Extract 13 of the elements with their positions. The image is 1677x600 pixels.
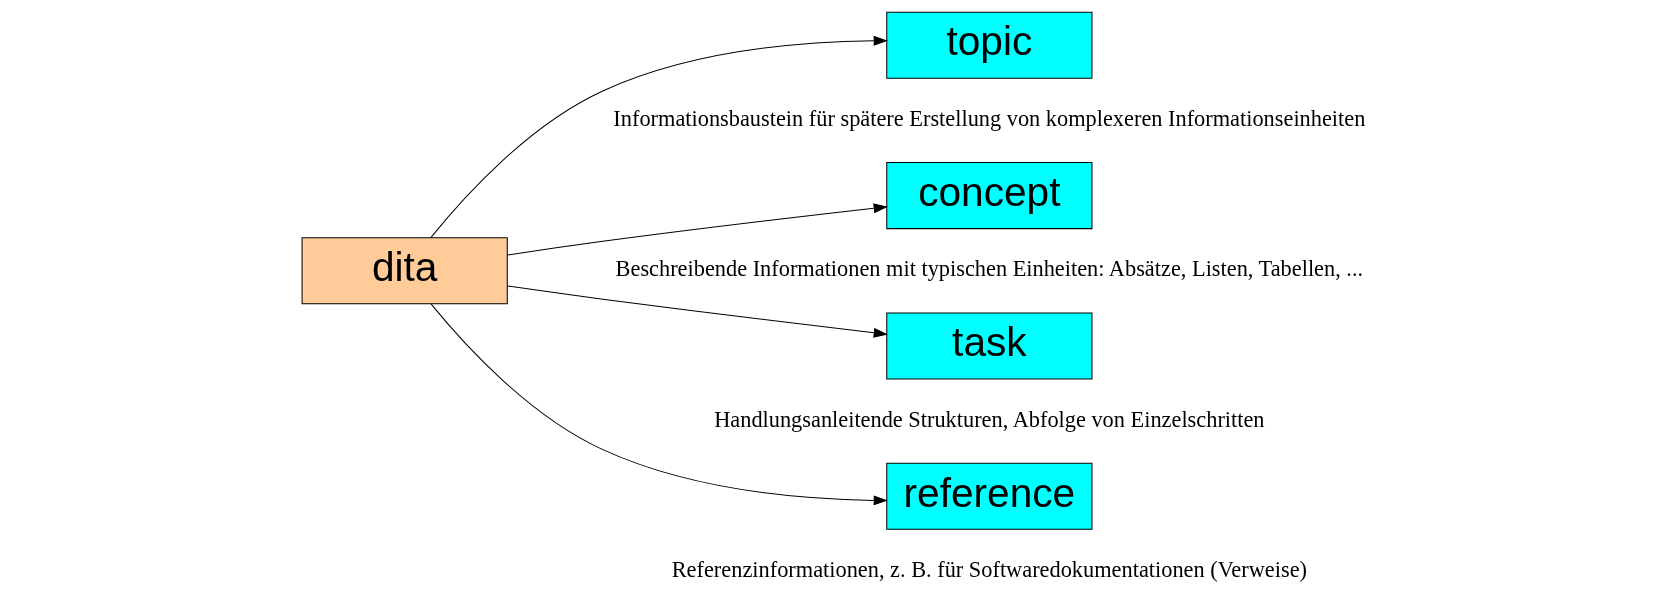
node-box: topic [885,11,1092,79]
arrow [429,35,888,239]
node-box: reference [885,462,1092,530]
arrow [506,203,888,256]
node-box: dita [301,237,508,305]
node-box: task [885,312,1092,380]
node-label: Informationsbaustein für spätere Erstellung von komplexeren Informationseinheiten [612,106,1365,132]
node-box: concept [885,162,1092,230]
node-label: Beschreibende Informationen mit typischen Einheiten: Absätze, Listen, Tabellen, ... [615,256,1363,282]
arrow [506,285,888,338]
node-label: Referenzinformationen, z. B. für Softwaredokumentationen (Verweise) [671,557,1307,583]
arrow [430,303,888,506]
node-label: Handlungsanleitende Strukturen, Abfolge von Einzelschritten [713,406,1265,432]
